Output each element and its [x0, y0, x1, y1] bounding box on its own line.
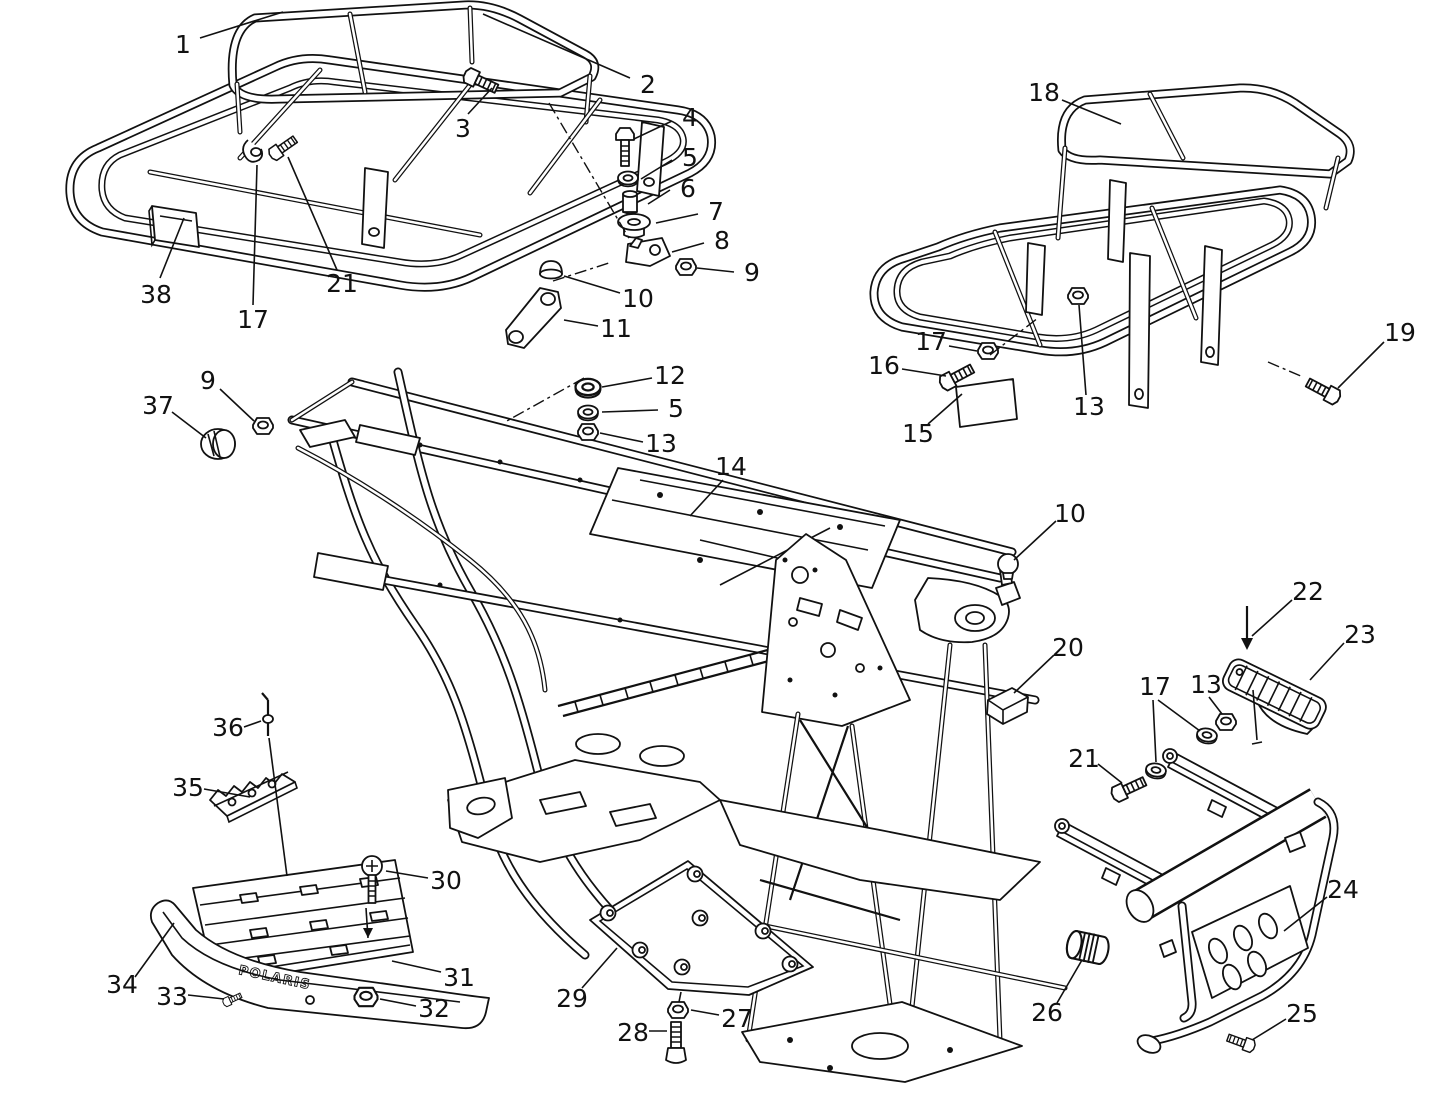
part-9-nut: [675, 258, 697, 276]
part-20-pad: [986, 687, 1029, 725]
callout-33: 33: [156, 982, 188, 1011]
callout-34: 34: [106, 970, 138, 999]
part-27-nut: [667, 1001, 689, 1019]
callout-16: 16: [868, 351, 900, 380]
callouts: 1 2 3 38 17 21 4 5 6 7 8 9 10 11 12 5 13…: [106, 30, 1416, 1047]
part-22-pin: [1241, 606, 1263, 745]
rack-leg: [1128, 252, 1151, 409]
part-21-bolt: [266, 132, 300, 163]
callout-13c: 13: [1190, 670, 1222, 699]
callout-37: 37: [142, 391, 174, 420]
callout-26: 26: [1031, 998, 1063, 1027]
callout-7: 7: [708, 197, 724, 226]
warning-tag: [955, 378, 1018, 428]
callout-5b: 5: [668, 394, 684, 423]
callout-18: 18: [1028, 78, 1060, 107]
callout-21b: 21: [1068, 744, 1100, 773]
skid-plate-holes: [599, 865, 799, 976]
callout-17b: 17: [915, 327, 947, 356]
callout-14: 14: [715, 452, 747, 481]
part-25-bolt: [1225, 1030, 1258, 1054]
part-8-bracket: [625, 237, 671, 267]
callout-10a: 10: [622, 284, 654, 313]
callout-38: 38: [140, 280, 172, 309]
callout-13b: 13: [1073, 392, 1105, 421]
part-5-washer: [617, 170, 639, 188]
rack-strap: [361, 167, 389, 249]
callout-24: 24: [1327, 875, 1359, 904]
hardware: [200, 65, 1344, 1064]
part-6-spacer: [622, 190, 638, 215]
front-rack: [869, 83, 1355, 428]
part-10-cap: [539, 260, 563, 280]
skid-plate: [589, 860, 814, 1003]
callout-30: 30: [430, 866, 462, 895]
callout-17c: 17: [1139, 672, 1171, 701]
callout-35: 35: [172, 773, 204, 802]
bumper-assembly: [1054, 606, 1339, 1054]
part-13-nut: [1067, 287, 1089, 305]
footpeg-pad: [1222, 658, 1327, 735]
callout-10b: 10: [1054, 499, 1086, 528]
callout-17a: 17: [237, 305, 269, 334]
callout-5a: 5: [682, 143, 698, 172]
callout-29: 29: [556, 984, 588, 1013]
floor-pan: [447, 759, 721, 863]
callout-36: 36: [212, 713, 244, 742]
part-7-bushing: [617, 213, 651, 239]
callout-9a: 9: [744, 258, 760, 287]
callout-19: 19: [1384, 318, 1416, 347]
rear-rack: [65, 0, 717, 292]
part-13-nut: [1215, 713, 1237, 731]
callout-3: 3: [455, 114, 471, 143]
part-17-washer: [1143, 760, 1168, 782]
callout-23: 23: [1344, 620, 1376, 649]
part-32-nut: [353, 986, 379, 1008]
callout-15: 15: [902, 419, 934, 448]
part-9-nut: [252, 417, 274, 435]
part-37-plug: [200, 428, 236, 460]
callout-32: 32: [418, 994, 450, 1023]
rack-leg: [1200, 245, 1223, 366]
part-19-bolt: [1303, 374, 1344, 407]
callout-8: 8: [714, 226, 730, 255]
callout-21a: 21: [326, 269, 358, 298]
callout-9b: 9: [200, 366, 216, 395]
callout-27: 27: [721, 1004, 753, 1033]
callout-4: 4: [682, 103, 698, 132]
part-26-plug: [1063, 927, 1113, 968]
part-11-bracket: [505, 287, 562, 349]
callout-20: 20: [1052, 633, 1084, 662]
callout-25: 25: [1286, 999, 1318, 1028]
part-5-washer: [577, 404, 599, 422]
callout-13a: 13: [645, 429, 677, 458]
leader-lines: [134, 11, 1385, 1041]
callout-11: 11: [600, 314, 632, 343]
callout-12: 12: [654, 361, 686, 390]
callout-2: 2: [640, 70, 656, 99]
part-4-bolt: [615, 127, 635, 167]
alignment-lines: [504, 102, 1304, 423]
part-36-pin: [261, 692, 274, 736]
callout-22: 22: [1292, 577, 1324, 606]
callout-28: 28: [617, 1018, 649, 1047]
callout-1: 1: [175, 30, 191, 59]
part-13-nut: [577, 423, 599, 441]
callout-6: 6: [680, 174, 696, 203]
part-28-bolt: [665, 1021, 687, 1064]
callout-31: 31: [443, 963, 475, 992]
part-12-washer: [574, 377, 602, 399]
main-frame: [287, 367, 1068, 1083]
